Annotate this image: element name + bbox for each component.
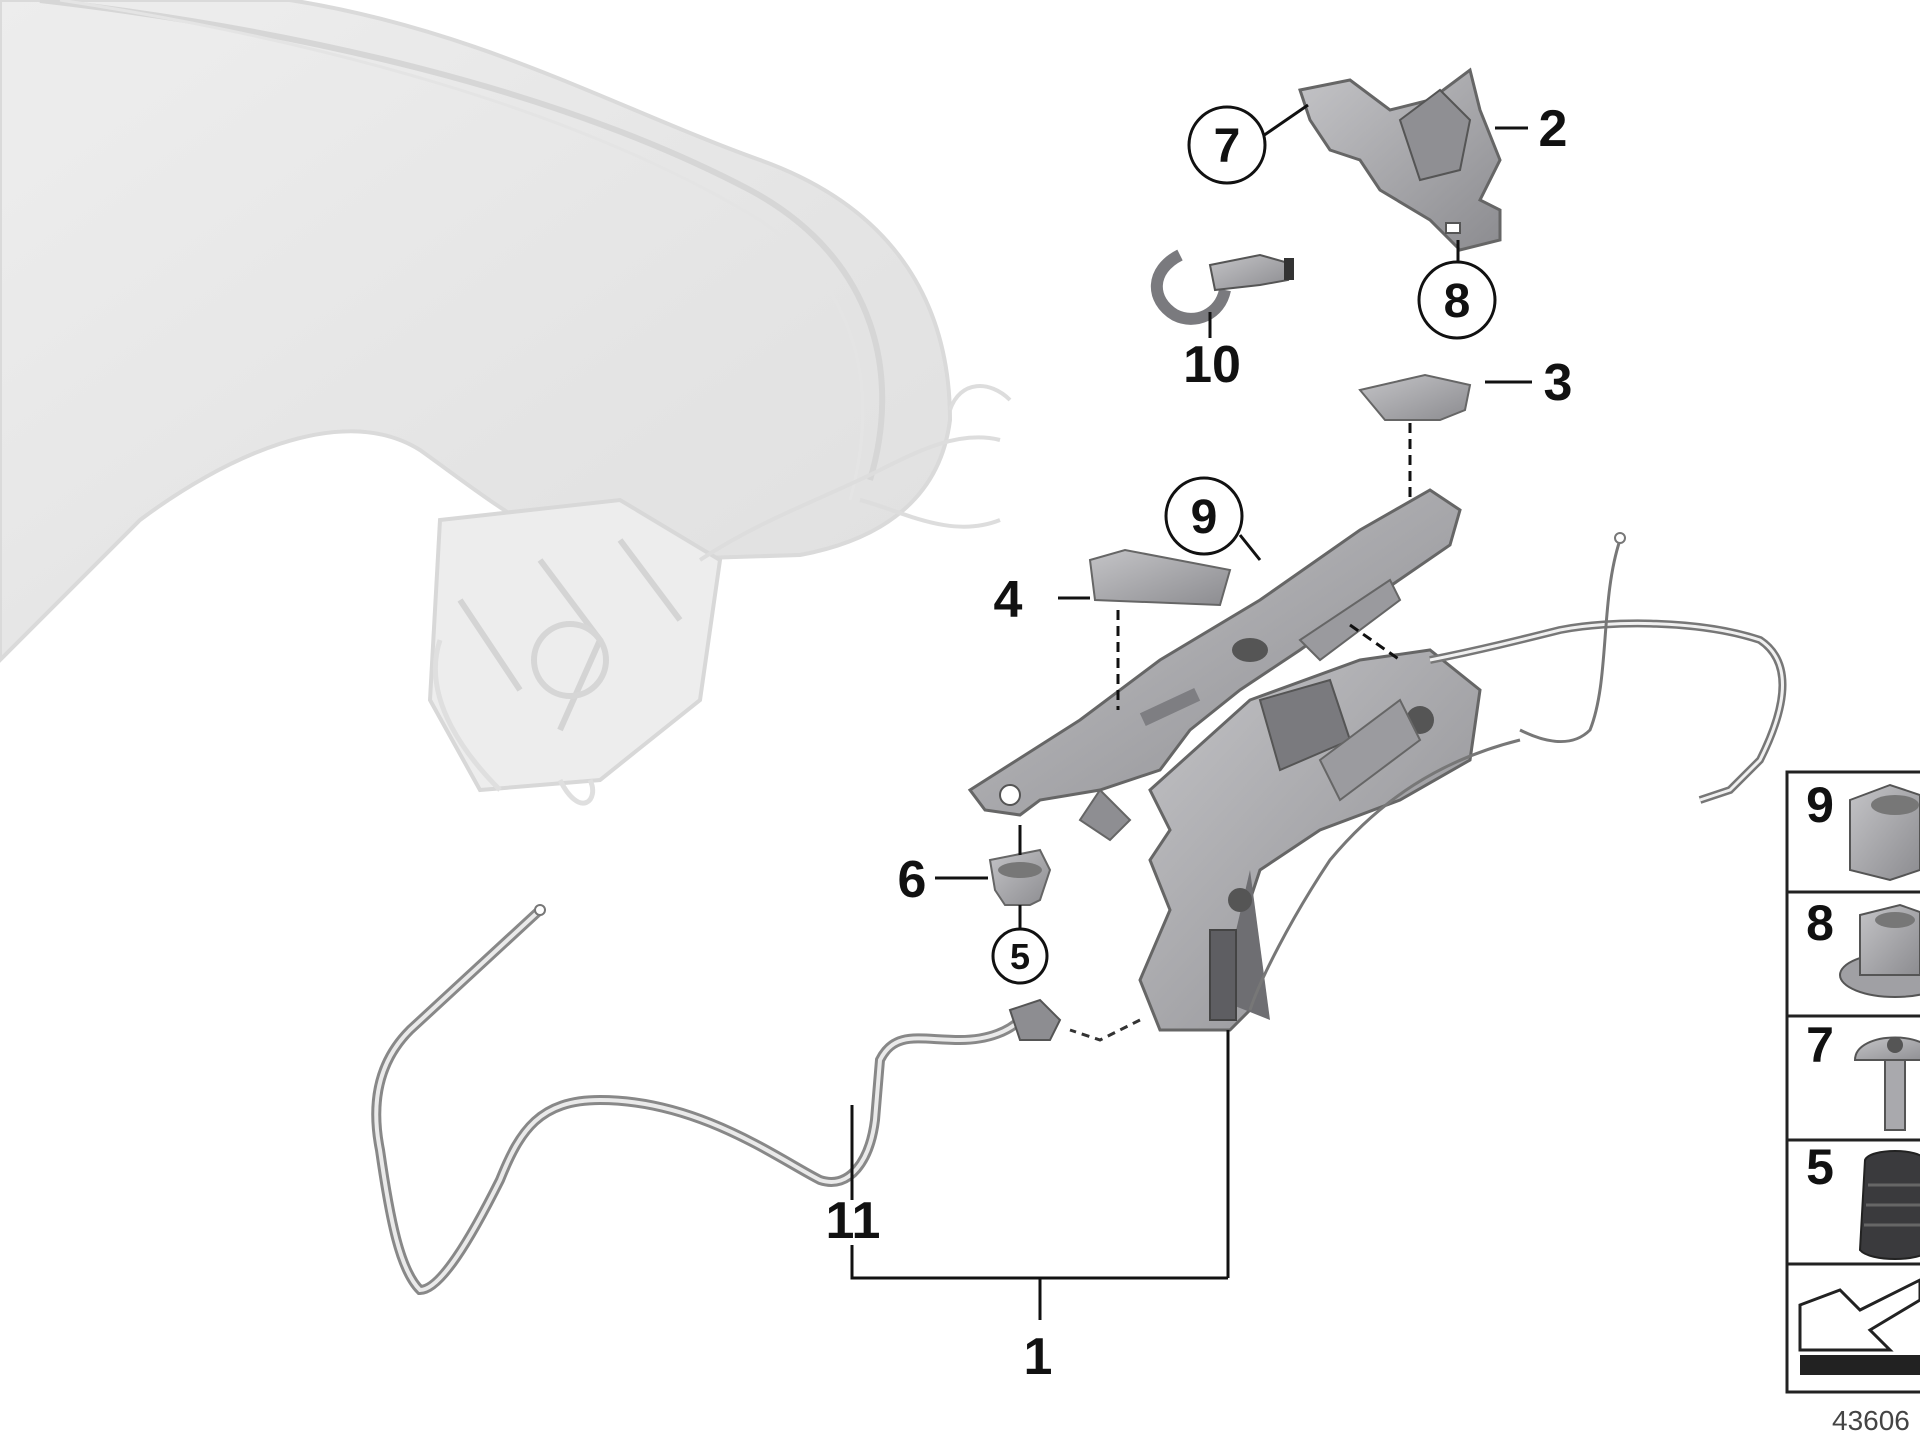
callout-4: 4	[994, 571, 1023, 629]
callout-1: 1	[1024, 1328, 1053, 1386]
callout-labels: 7 2 8 10 3 9 4 6 5 11	[826, 100, 1573, 1386]
svg-text:5: 5	[1806, 1139, 1834, 1195]
callout-9: 9	[1164, 476, 1244, 556]
legend-row-buffer: 5	[1806, 1139, 1920, 1260]
svg-text:10: 10	[1183, 336, 1241, 394]
callout-6: 6	[898, 851, 927, 909]
legend-row-nut: 9	[1806, 777, 1920, 882]
reference-number: 43606	[1832, 1405, 1910, 1436]
cables	[371, 532, 1787, 1296]
hinge-bracket-part	[1298, 67, 1502, 252]
rubber-buffer-icon	[1858, 1150, 1920, 1260]
legend-row-screw: 7	[1806, 1017, 1920, 1131]
svg-text:2: 2	[1539, 100, 1568, 158]
svg-text:7: 7	[1214, 120, 1241, 173]
callout-3: 3	[1544, 354, 1573, 412]
roof-mechanism-assembly	[1138, 648, 1482, 1032]
main-arm-bracket-part	[967, 488, 1462, 842]
legend-row-collar-nut: 8	[1806, 895, 1920, 998]
svg-text:8: 8	[1444, 275, 1471, 328]
small-plate-part	[1358, 373, 1472, 421]
svg-text:11: 11	[826, 1192, 881, 1250]
callout-2: 2	[1539, 100, 1568, 158]
loop-fastener-part	[1150, 249, 1294, 325]
svg-text:3: 3	[1544, 354, 1573, 412]
ghost-roof-illustration	[0, 0, 1012, 806]
svg-text:5: 5	[1010, 936, 1030, 977]
svg-text:7: 7	[1806, 1017, 1834, 1073]
direction-arrow-icon	[1798, 1278, 1920, 1375]
shim-plate-part	[1088, 548, 1232, 607]
callout-8: 8	[1417, 260, 1497, 340]
svg-text:9: 9	[1191, 491, 1218, 544]
fastener-legend: 9 8 7 5	[1785, 770, 1920, 1394]
callout-11: 11	[826, 1192, 881, 1250]
legend-row-arrow	[1798, 1278, 1920, 1375]
callout-10: 10	[1183, 336, 1241, 394]
svg-text:6: 6	[898, 851, 927, 909]
cup-bracket-part	[988, 848, 1052, 906]
svg-text:1: 1	[1024, 1328, 1053, 1386]
hex-flange-nut-icon	[1849, 783, 1920, 882]
callout-7: 7	[1187, 105, 1267, 185]
callout-5: 5	[991, 927, 1049, 985]
svg-text:8: 8	[1806, 895, 1834, 951]
svg-text:4: 4	[994, 571, 1023, 629]
button-head-screw-icon	[1853, 1036, 1920, 1131]
svg-text:9: 9	[1806, 777, 1834, 833]
collar-nut-icon	[1839, 903, 1920, 998]
